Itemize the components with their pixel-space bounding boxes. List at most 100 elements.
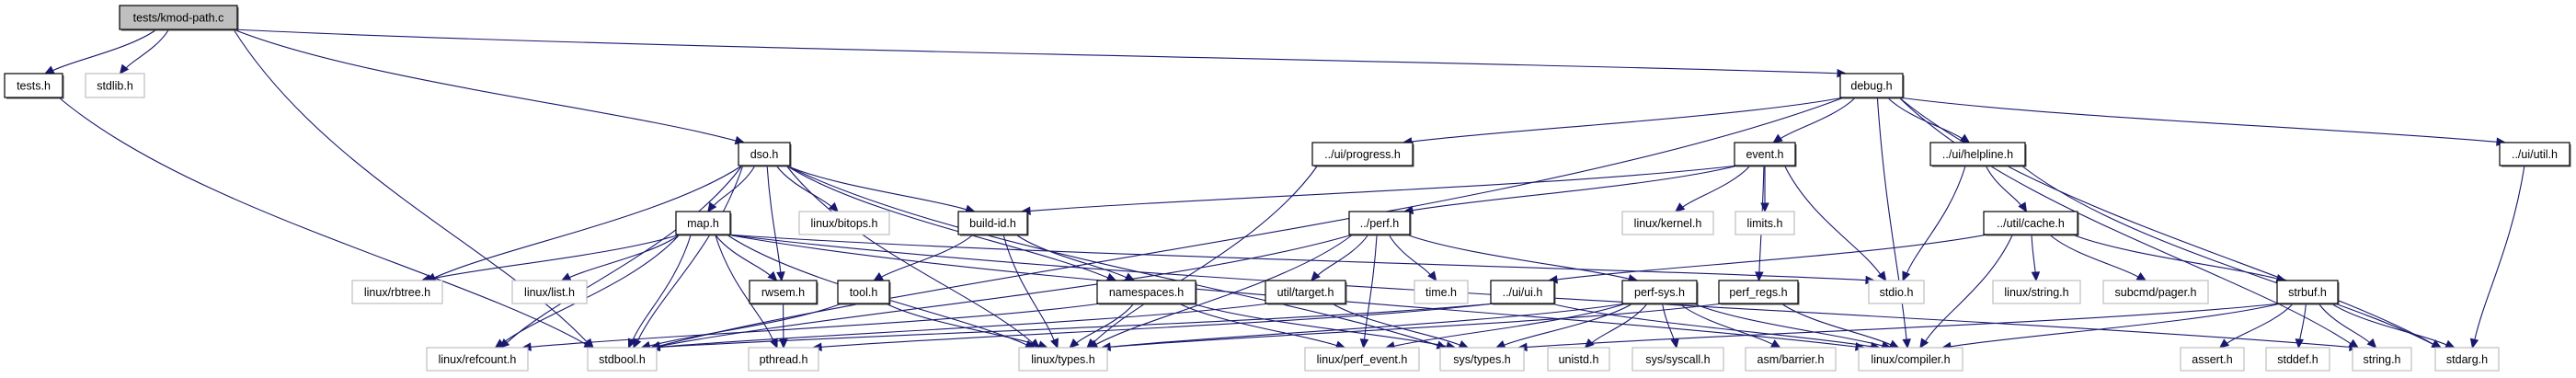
node-label: build-id.h <box>969 217 1016 230</box>
node-ltypes: linux/types.h <box>1018 347 1108 372</box>
edge-map-to-rwsem <box>715 234 771 277</box>
node-label: linux/perf_event.h <box>1317 353 1408 366</box>
node-tests[interactable]: tests.h <box>4 73 64 99</box>
edge-perfsys-to-compiler <box>1692 303 1883 347</box>
node-shadow <box>1493 282 1556 305</box>
edge-buildid-to-tool <box>881 234 974 278</box>
node-label: tests.h <box>17 80 51 93</box>
node-buildid[interactable]: build-id.h <box>957 211 1029 236</box>
node-label: assert.h <box>2192 353 2233 366</box>
node-box <box>511 280 588 304</box>
edge-map-to-stdio <box>726 234 1867 281</box>
edge-perf-to-perfsys <box>1405 234 1630 280</box>
edge-debug-to-event <box>1780 97 1856 140</box>
edge-dso-to-map <box>713 165 756 207</box>
node-perfregs[interactable]: perf_regs.h <box>1718 280 1800 305</box>
node-helpline[interactable]: ../ui/helpline.h <box>1929 142 2027 167</box>
edge-debug-to-compiler <box>1876 97 1907 340</box>
edge-perfsys-to-syscall <box>1661 303 1675 340</box>
arrowhead-icon <box>1050 338 1059 349</box>
node-rwsem[interactable]: rwsem.h <box>749 280 819 305</box>
edge-map-to-pthread <box>715 234 774 341</box>
node-box <box>1265 280 1346 304</box>
node-time: time.h <box>1414 280 1469 304</box>
node-progress[interactable]: ../ui/progress.h <box>1311 142 1414 167</box>
node-rbtree: linux/rbtree.h <box>351 280 443 304</box>
edge-buildid-to-namespaces <box>1015 234 1127 279</box>
node-box <box>675 211 731 235</box>
edge-perf-to-time <box>1388 234 1431 276</box>
edge-perf-to-ltypes <box>1095 234 1354 345</box>
node-namespaces[interactable]: namespaces.h <box>1096 280 1197 305</box>
arrowhead-icon <box>2135 271 2147 281</box>
node-cache[interactable]: ../util/cache.h <box>1983 211 2079 236</box>
node-perf[interactable]: ../perf.h <box>1348 211 1412 236</box>
node-kmod[interactable]: tests/kmod-path.c <box>119 5 239 31</box>
node-label: ../perf.h <box>1360 217 1399 230</box>
arrowhead-icon <box>1359 338 1369 349</box>
edge-cache-to-lstring <box>2031 234 2036 273</box>
node-shadow <box>121 7 239 31</box>
node-refcount: linux/refcount.h <box>426 347 529 372</box>
node-ui[interactable]: ../ui/ui.h <box>1490 280 1556 305</box>
node-shadow <box>740 144 792 167</box>
arrowhead-icon <box>1902 338 1911 349</box>
edge-perfregs-to-compiler <box>1780 303 1892 346</box>
node-debug[interactable]: debug.h <box>1839 73 1905 99</box>
node-label: stdlib.h <box>97 80 133 93</box>
arrowhead-icon <box>1888 339 1900 349</box>
edge-dso-to-rwsem <box>766 165 782 273</box>
edge-dso-to-systypes <box>785 165 1438 347</box>
node-uiutil[interactable]: ../ui/util.h <box>2499 142 2571 167</box>
edge-perf-to-target <box>1317 234 1369 276</box>
node-box <box>738 142 791 166</box>
node-shadow <box>1842 75 1905 99</box>
edges-layer <box>44 29 2525 352</box>
arrowhead-icon <box>2018 201 2028 213</box>
edge-event-to-buildid <box>1029 165 1739 212</box>
node-perfsys[interactable]: perf-sys.h <box>1621 280 1699 305</box>
arrowhead-icon <box>494 338 506 349</box>
node-stddef: stddef.h <box>2265 347 2330 372</box>
node-label: tool.h <box>850 286 878 299</box>
node-label: linux/bitops.h <box>811 217 878 230</box>
edge-event-to-kernel <box>1682 165 1751 208</box>
edge-ui-to-compiler <box>1550 303 1872 348</box>
edge-debug-to-stdarg <box>1898 97 2434 345</box>
node-target[interactable]: util/target.h <box>1265 280 1347 305</box>
arrowhead-icon <box>1902 270 1911 282</box>
arrowhead-icon <box>828 201 839 212</box>
node-lstring: linux/string.h <box>1992 280 2081 304</box>
node-event[interactable]: event.h <box>1734 142 1797 167</box>
node-box <box>1018 347 1108 372</box>
node-dso[interactable]: dso.h <box>738 142 792 167</box>
node-box <box>1621 280 1698 304</box>
node-tool[interactable]: tool.h <box>837 280 891 305</box>
edge-debug-to-string <box>1898 97 2352 345</box>
node-label: linux/types.h <box>1031 353 1095 366</box>
node-label: sys/syscall.h <box>1645 353 1710 366</box>
edge-map-to-refcount <box>501 234 681 344</box>
arrowhead-icon <box>44 65 55 74</box>
edge-dso-to-ltypes <box>785 165 1034 344</box>
edge-namespaces-to-ltypes <box>1076 303 1135 344</box>
node-box <box>4 73 63 98</box>
arrowhead-icon <box>1427 270 1437 281</box>
node-box <box>1490 280 1555 304</box>
edge-cache-to-strbuf <box>2071 234 2278 280</box>
edge-perfsys-to-ltypes <box>1109 303 1627 348</box>
edge-tests-to-stdbool <box>58 97 587 345</box>
node-box <box>2276 280 2339 304</box>
node-strbuf[interactable]: strbuf.h <box>2276 280 2340 305</box>
arrowhead-icon <box>776 271 785 282</box>
arrowhead-icon <box>707 201 717 212</box>
arrowhead-icon <box>1311 270 1321 281</box>
node-shadow <box>1351 213 1412 236</box>
arrowhead-icon <box>560 272 572 281</box>
arrowhead-icon <box>2366 338 2377 349</box>
edge-map-to-rbtree <box>429 234 681 280</box>
node-map[interactable]: map.h <box>675 211 732 236</box>
edge-ui-to-pthread <box>820 303 1495 348</box>
arrowhead-icon <box>1494 340 1506 349</box>
